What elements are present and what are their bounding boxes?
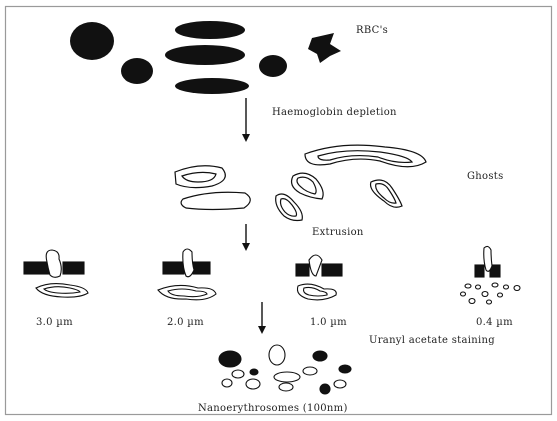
stained-vesicle [219, 351, 241, 367]
membrane-1-0 [296, 255, 342, 300]
ghost-cell-inner [318, 151, 412, 163]
unstained-vesicle [246, 379, 260, 389]
small-vesicle [476, 285, 481, 289]
label-pore-0-4: 0.4 µm [476, 317, 513, 328]
cell-in-pore [183, 249, 194, 277]
unstained-vesicle [222, 379, 232, 387]
rbc-cell [121, 58, 153, 84]
membrane-0-4 [461, 246, 521, 304]
unstained-vesicle [334, 380, 346, 388]
membrane-block [322, 264, 342, 276]
rbc-cell [175, 78, 249, 94]
extruded-vesicles [461, 283, 521, 304]
arrow-head [242, 134, 250, 142]
ghost-cell-inner [182, 172, 216, 182]
label-uranyl-staining: Uranyl acetate staining [369, 335, 495, 346]
membrane-block [163, 262, 184, 274]
unstained-vesicle [274, 372, 300, 382]
unstained-vesicle [269, 345, 285, 365]
cell-in-pore [484, 246, 492, 271]
arrow-head [242, 243, 250, 251]
ghost-cell-inner [297, 177, 316, 194]
cell-in-pore [309, 255, 322, 276]
label-pore-3-0: 3.0 µm [36, 317, 73, 328]
rbc-cell [175, 21, 245, 39]
stained-vesicle [320, 384, 330, 394]
extruded-vesicle [36, 284, 88, 298]
small-vesicle [492, 283, 498, 287]
label-pore-2-0: 2.0 µm [167, 317, 204, 328]
ghost-cell [276, 194, 303, 221]
label-nanoerythrosomes: Nanoerythrosomes (100nm) [198, 403, 348, 414]
membrane-block [475, 265, 484, 277]
membrane-block [193, 262, 210, 274]
membrane-3-0 [24, 250, 88, 297]
extruded-vesicle [158, 285, 216, 299]
label-extrusion: Extrusion [312, 227, 364, 238]
unstained-vesicle [232, 370, 244, 378]
ghost-cell [181, 192, 250, 209]
unstained-vesicle [279, 383, 293, 391]
ghost-cell [371, 180, 402, 207]
ghost-cell-inner [376, 184, 396, 204]
rbc-cell [308, 33, 341, 63]
small-vesicle [487, 300, 492, 304]
unstained-vesicle [303, 367, 317, 375]
arrow-head [258, 326, 266, 334]
rbc-cell [165, 45, 245, 65]
extrusion-membranes [24, 246, 520, 304]
membrane-block [296, 264, 309, 276]
small-vesicle [504, 285, 509, 289]
extruded-vesicle [297, 284, 336, 300]
ghost-cells [175, 145, 426, 220]
small-vesicle [465, 284, 471, 288]
small-vesicle [469, 299, 475, 304]
membrane-block [63, 262, 84, 274]
label-ghosts: Ghosts [467, 171, 504, 182]
small-vesicle [482, 292, 488, 297]
ghost-cell [292, 173, 324, 199]
rbc-cell [259, 55, 287, 77]
nanoerythrosomes [219, 345, 351, 394]
label-haemoglobin-depletion: Haemoglobin depletion [272, 107, 397, 118]
membrane-2-0 [158, 249, 216, 300]
small-vesicle [498, 293, 503, 297]
stained-vesicle [313, 351, 327, 361]
process-arrows [242, 98, 266, 334]
rbc-cells [70, 21, 341, 94]
small-vesicle [514, 286, 520, 291]
rbc-cell [70, 22, 114, 60]
extruded-vesicle-inner [44, 287, 80, 294]
label-pore-1-0: 1.0 µm [310, 317, 347, 328]
stained-vesicle [250, 369, 258, 375]
label-rbcs: RBC's [356, 25, 388, 36]
small-vesicle [461, 292, 466, 296]
stained-vesicle [339, 365, 351, 373]
extruded-vesicle-inner [168, 289, 207, 297]
